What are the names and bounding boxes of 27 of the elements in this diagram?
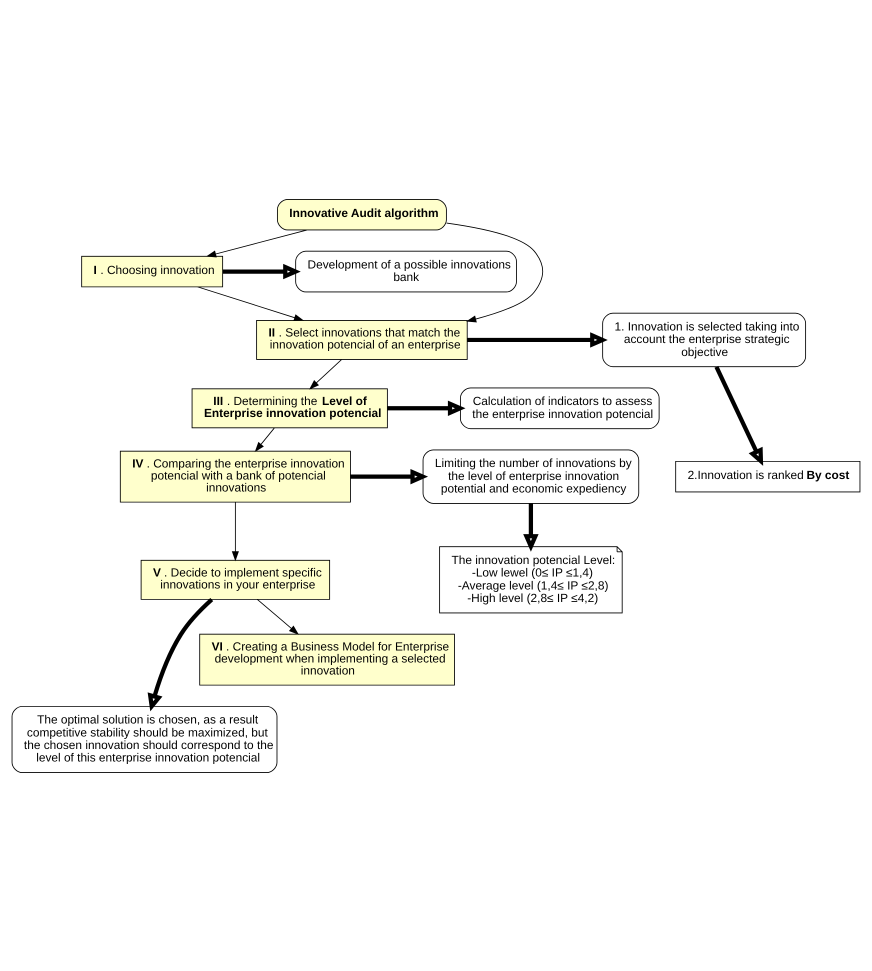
node-box: Innovative Audit algorithm (277, 198, 447, 230)
node-box: Calculation of indicators to assess the enterprise innovation potencial (460, 387, 660, 429)
node-box: V. Decide to implement specific innovations in your enterprise (140, 559, 330, 600)
node-box: II. Select innovations that match the innovation potencial of an enterprise (256, 319, 468, 360)
arrow (309, 358, 342, 390)
node-box: IV. Comparing the enterprise innovation potencial with a bank of potencial innovations (120, 450, 351, 502)
node-box: 1. Innovation is selected taking into account the enterprise strategic objective (602, 312, 806, 367)
arrow (350, 468, 428, 484)
node-box: III. Determining the Level of Enterprise innovation potencial (192, 388, 388, 428)
arrow (197, 286, 304, 321)
node-box: The optimal solution is chosen, as a result competitive stability should be maximized, but the chosen innovation should correspond to the level of this enterprise innovation potencial (12, 705, 278, 773)
node-box: I. Choosing innovation (81, 255, 224, 287)
arrow (388, 400, 466, 416)
arrow (206, 229, 308, 257)
arrow (446, 222, 544, 322)
node-box: Limiting the number of innovations by the level of enterprise innovation potential and economic expediency (422, 448, 640, 504)
arrow (714, 365, 764, 466)
node-box: 2.Innovation is ranked By cost (675, 460, 860, 492)
arrow (232, 501, 239, 561)
arrow (523, 503, 539, 552)
arrow (254, 427, 275, 452)
arrow (468, 332, 608, 348)
arrow (222, 263, 301, 279)
node-box: VI. Creating a Business Model for Enterprise development when implementing a selected innovation (199, 633, 455, 686)
arrow (148, 597, 214, 711)
node-box: Development of a possible innovations bank (295, 250, 517, 292)
arrow (256, 598, 299, 634)
